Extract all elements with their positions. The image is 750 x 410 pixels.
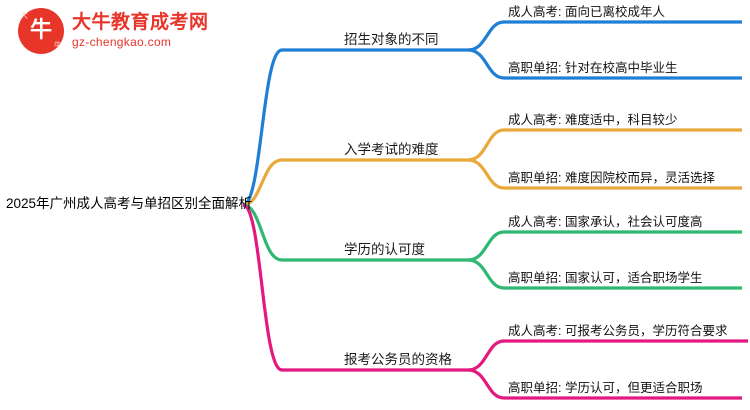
logo-mark-char: 牛 bbox=[29, 18, 52, 43]
branch-label-3: 学历的认可度 bbox=[344, 242, 425, 257]
logo-subtitle: gz-chengkao.com bbox=[72, 34, 172, 49]
leaf-label-4-1: 成人高考: 可报考公务员，学历符合要求 bbox=[508, 324, 728, 338]
leaf-connector-1-1 bbox=[467, 20, 505, 52]
leaf-label-4-2: 高职单招: 学历认可，但更适合职场 bbox=[508, 381, 703, 395]
leaf-label-3-2: 高职单招: 国家认可，适合职场学生 bbox=[508, 271, 703, 285]
logo-title: 大牛教育成考网 bbox=[72, 11, 209, 33]
logo-corner-right-text: 牛 bbox=[54, 41, 62, 50]
branch-connector-1 bbox=[242, 48, 283, 207]
leaf-label-1-1: 成人高考: 面向已离校成年人 bbox=[508, 5, 665, 19]
site-logo: 大 牛 牛 大牛教育成考网 gz-chengkao.com bbox=[18, 8, 209, 54]
leaf-connector-3-2 bbox=[467, 258, 505, 290]
branch-connector-2 bbox=[242, 158, 283, 207]
logo-corner-left-text: 大 bbox=[20, 11, 28, 20]
leaf-label-2-1: 成人高考: 难度适中，科目较少 bbox=[508, 113, 678, 127]
leaf-connector-2-2 bbox=[467, 158, 505, 190]
bull-logo-icon: 大 牛 牛 bbox=[18, 8, 64, 54]
branch-label-4: 报考公务员的资格 bbox=[344, 352, 452, 367]
leaf-label-1-2: 高职单招: 针对在校高中毕业生 bbox=[508, 61, 678, 75]
branch-label-1: 招生对象的不同 bbox=[344, 32, 439, 47]
leaf-connector-4-2 bbox=[467, 368, 505, 400]
leaf-connector-4-1 bbox=[467, 339, 505, 372]
branch-connector-3 bbox=[242, 203, 283, 262]
leaf-connector-2-1 bbox=[467, 128, 505, 162]
leaf-connector-1-2 bbox=[467, 48, 505, 80]
branch-connector-4 bbox=[242, 203, 283, 372]
logo-text-block: 大牛教育成考网 gz-chengkao.com bbox=[72, 11, 209, 49]
leaf-label-3-1: 成人高考: 国家承认，社会认可度高 bbox=[508, 215, 703, 229]
mindmap-root-label: 2025年广州成人高考与单招区别全面解析 bbox=[6, 196, 253, 211]
branch-label-2: 入学考试的难度 bbox=[344, 142, 439, 157]
leaf-label-2-2: 高职单招: 难度因院校而异，灵活选择 bbox=[508, 171, 715, 185]
leaf-connector-3-1 bbox=[467, 230, 505, 262]
